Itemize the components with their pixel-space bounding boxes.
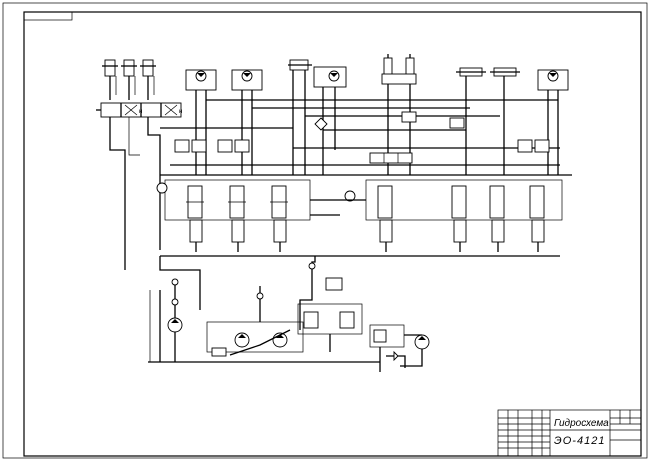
pump-station — [159, 256, 430, 372]
pressure-gauge — [344, 190, 356, 202]
directional-valve-block: н н — [96, 102, 182, 118]
throttle-valve — [449, 117, 465, 129]
cylinder — [104, 59, 116, 77]
drawing-title: Гидросхема — [554, 418, 609, 429]
spool-section — [377, 185, 393, 219]
distributor-left — [156, 179, 311, 252]
check-valve — [314, 117, 328, 131]
spool-section — [451, 185, 467, 219]
drawing-code: ЭО-4121 — [554, 435, 605, 447]
main-lines — [160, 70, 572, 176]
throttle-valve — [234, 139, 250, 153]
throttle-valve — [217, 139, 233, 153]
pressure-gauge — [156, 182, 168, 194]
top-motor-row — [185, 54, 569, 91]
svg-text:н: н — [179, 109, 182, 115]
spool-section — [529, 185, 545, 219]
relief-valve — [339, 311, 355, 329]
throttle-valve — [191, 139, 207, 153]
filter — [211, 347, 227, 357]
throttle-valve — [401, 111, 417, 123]
hydraulic-circuit: н н — [96, 54, 572, 372]
throttle-valve — [517, 139, 533, 153]
relief-valve — [373, 329, 387, 343]
relief-valve — [325, 277, 343, 291]
top-corner-stamp — [23, 11, 73, 21]
main-pump — [234, 332, 250, 348]
cylinder — [123, 59, 135, 77]
spool-section — [489, 185, 505, 219]
throttle-valve — [534, 139, 550, 153]
title-block: Гидросхема ЭО-4121 — [497, 409, 642, 457]
solenoid-valve — [369, 152, 413, 164]
throttle-valves — [174, 111, 550, 153]
relief-valve — [303, 311, 319, 329]
frame-border — [23, 11, 642, 457]
throttle-valve — [174, 139, 190, 153]
cylinder — [142, 59, 154, 77]
svg-text:н: н — [139, 109, 142, 115]
cylinder-group-left — [102, 59, 156, 100]
distributor-right — [344, 179, 563, 252]
